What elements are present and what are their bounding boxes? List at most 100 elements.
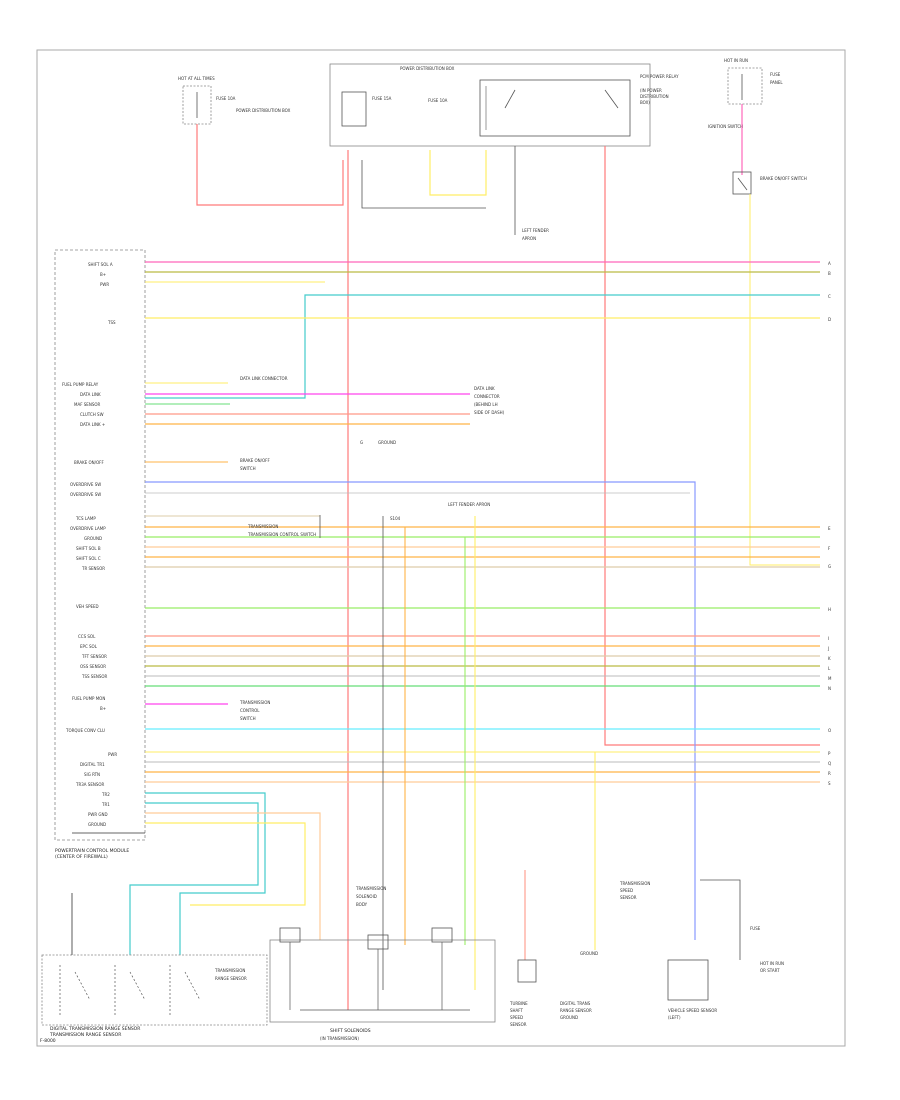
svg-text:POWER DISTRIBUTION BOX: POWER DISTRIBUTION BOX (236, 108, 291, 113)
svg-text:DIGITAL TRANS: DIGITAL TRANS (560, 1001, 591, 1006)
svg-text:GROUND: GROUND (88, 822, 106, 827)
vss-sensor: TRANSMISSION SPEED SENSOR VEHICLE SPEED … (619, 881, 784, 1020)
svg-text:C: C (828, 294, 831, 299)
pcm-module: POWERTRAIN CONTROL MODULE (CENTER OF FIR… (54, 249, 146, 860)
svg-text:SIDE OF DASH): SIDE OF DASH) (474, 410, 505, 415)
svg-text:OVERDRIVE SW: OVERDRIVE SW (70, 482, 101, 487)
svg-text:TR3A SENSOR: TR3A SENSOR (75, 782, 105, 787)
svg-text:FUSE: FUSE (750, 926, 761, 931)
svg-text:RANGE SENSOR: RANGE SENSOR (215, 976, 247, 981)
svg-text:BODY: BODY (356, 902, 368, 907)
svg-text:PWR GND: PWR GND (88, 812, 108, 817)
svg-text:SWITCH: SWITCH (240, 466, 256, 471)
svg-text:IGNITION SWITCH: IGNITION SWITCH (708, 124, 743, 129)
wire-brake-down (749, 194, 820, 566)
svg-text:VEHICLE SPEED SENSOR: VEHICLE SPEED SENSOR (668, 1008, 717, 1013)
svg-text:BRAKE ON/OFF SWITCH: BRAKE ON/OFF SWITCH (760, 176, 807, 181)
svg-text:(BEHIND LH: (BEHIND LH (474, 402, 498, 407)
svg-text:TRANSMISSION: TRANSMISSION (247, 524, 278, 529)
wire-black-loop (361, 160, 486, 209)
bottom-verticals (319, 515, 596, 990)
svg-text:TRANSMISSION RANGE SENSOR: TRANSMISSION RANGE SENSOR (49, 1032, 121, 1038)
svg-text:EPC SOL: EPC SOL (80, 644, 98, 649)
svg-text:D: D (828, 317, 831, 322)
svg-text:POWER DISTRIBUTION BOX: POWER DISTRIBUTION BOX (400, 66, 455, 71)
svg-text:SPEED: SPEED (620, 888, 633, 893)
svg-text:SHIFT SOL C: SHIFT SOL C (76, 556, 101, 561)
svg-text:G: G (828, 564, 831, 569)
svg-text:PWR: PWR (100, 282, 109, 287)
svg-text:S: S (828, 781, 831, 786)
svg-text:SHIFT SOL B: SHIFT SOL B (76, 546, 101, 551)
svg-text:BRAKE ON/OFF: BRAKE ON/OFF (240, 458, 270, 463)
shift-solenoids: SHIFT SOLENOIDS (IN TRANSMISSION) TRANSM… (269, 886, 496, 1041)
svg-text:LEFT FENDER APRON: LEFT FENDER APRON (448, 502, 490, 507)
svg-text:M: M (828, 676, 832, 681)
svg-text:TCS LAMP: TCS LAMP (75, 516, 96, 521)
svg-text:FUSE 10A: FUSE 10A (216, 96, 236, 101)
svg-text:TRANSMISSION CONTROL SWITCH: TRANSMISSION CONTROL SWITCH (247, 532, 316, 537)
svg-text:FUEL PUMP RELAY: FUEL PUMP RELAY (62, 382, 99, 387)
svg-text:PCM POWER RELAY: PCM POWER RELAY (640, 74, 679, 79)
right-terminals: A B C D E F G H I J K L M N O P Q R S (827, 261, 832, 786)
svg-text:B: B (828, 271, 831, 276)
svg-text:TORQUE CONV CLU: TORQUE CONV CLU (65, 728, 105, 733)
svg-text:TRANSMISSION: TRANSMISSION (355, 886, 386, 891)
svg-text:FUSE 10A: FUSE 10A (428, 98, 448, 103)
svg-text:PANEL: PANEL (770, 80, 783, 85)
svg-text:F: F (828, 546, 831, 551)
svg-text:(CENTER OF FIREWALL): (CENTER OF FIREWALL) (55, 854, 108, 860)
svg-text:OVERDRIVE SW: OVERDRIVE SW (70, 492, 101, 497)
svg-text:DATA LINK +: DATA LINK + (80, 422, 105, 427)
svg-text:J: J (827, 646, 829, 651)
svg-text:BRAKE ON/OFF: BRAKE ON/OFF (74, 460, 104, 465)
svg-text:VEH SPEED: VEH SPEED (76, 604, 99, 609)
svg-text:TRANSMISSION: TRANSMISSION (214, 968, 245, 973)
svg-text:G: G (360, 440, 363, 445)
svg-text:GROUND: GROUND (580, 951, 598, 956)
svg-text:OSS SENSOR: OSS SENSOR (80, 664, 106, 669)
hot-fuse-box: HOT AT ALL TIMES FUSE 10A POWER DISTRIBU… (178, 76, 291, 125)
pcm-pin-labels: SHIFT SOL A B+ PWR TSS FUEL PUMP RELAY D… (62, 262, 117, 827)
svg-text:SIG RTN: SIG RTN (84, 772, 100, 777)
svg-text:S104: S104 (390, 516, 401, 521)
svg-text:RANGE SENSOR: RANGE SENSOR (560, 1008, 592, 1013)
svg-text:SENSOR: SENSOR (510, 1022, 527, 1027)
svg-text:OR START: OR START (760, 968, 780, 973)
svg-text:GROUND: GROUND (560, 1015, 578, 1020)
svg-text:K: K (828, 656, 831, 661)
wire-vss-black (700, 879, 741, 960)
svg-text:TSS: TSS (107, 320, 116, 325)
svg-text:SHIFT SOLENOIDS: SHIFT SOLENOIDS (330, 1028, 371, 1034)
wire-relay-red (604, 146, 820, 746)
svg-text:E: E (828, 526, 831, 531)
svg-text:P: P (828, 751, 831, 756)
svg-text:CCS SOL: CCS SOL (78, 634, 96, 639)
svg-text:TSS SENSOR: TSS SENSOR (81, 674, 108, 679)
footer-id: F-8000 (40, 1038, 56, 1044)
svg-text:SENSOR: SENSOR (620, 895, 637, 900)
svg-text:L: L (828, 666, 831, 671)
svg-text:Q: Q (828, 761, 831, 766)
svg-text:(LEFT): (LEFT) (668, 1015, 681, 1020)
diagram-frame (36, 49, 846, 1047)
svg-text:I: I (828, 636, 829, 641)
svg-text:TR1: TR1 (101, 802, 110, 807)
svg-text:B+: B+ (100, 706, 106, 711)
svg-text:DATA LINK: DATA LINK (80, 392, 101, 397)
svg-text:CONNECTOR: CONNECTOR (474, 394, 500, 399)
ground-label: GROUND DIGITAL TRANS RANGE SENSOR GROUND (560, 951, 598, 1020)
svg-text:POWERTRAIN CONTROL MODULE: POWERTRAIN CONTROL MODULE (55, 848, 129, 854)
svg-text:TRANSMISSION: TRANSMISSION (619, 881, 650, 886)
svg-text:A: A (828, 261, 831, 266)
wire-yellow-loop (429, 150, 487, 196)
wire-fuse-to-relay (196, 124, 344, 206)
svg-text:TFT SENSOR: TFT SENSOR (81, 654, 107, 659)
svg-text:O: O (828, 728, 831, 733)
pcm-relay-box: POWER DISTRIBUTION BOX FUSE 15A FUSE 10A… (329, 63, 679, 147)
svg-text:HOT IN RUN: HOT IN RUN (760, 961, 784, 966)
svg-text:DIGITAL TR1: DIGITAL TR1 (80, 762, 105, 767)
splice-notes: DATA LINK CONNECTOR DATA LINK CONNECTOR … (239, 376, 505, 721)
svg-text:SOLENOID: SOLENOID (356, 894, 377, 899)
